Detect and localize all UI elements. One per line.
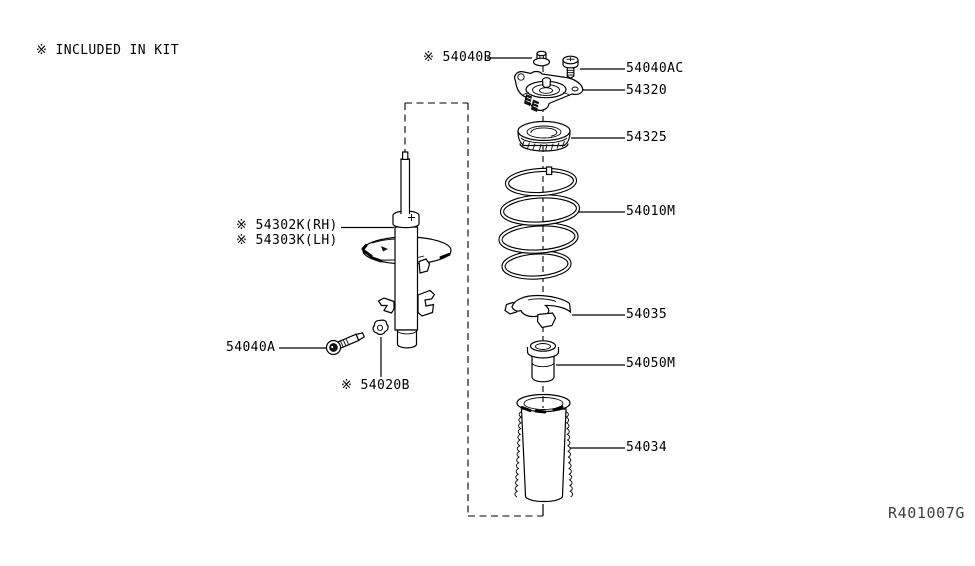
leader-lines [279,57,625,449]
part-label-54040b: ※ 54040B [423,50,492,65]
spring-seat-drawing [504,294,572,329]
dust-boot-drawing [514,393,574,503]
part-label-54034: 54034 [626,440,668,455]
part-label-54020b: ※ 54020B [341,378,410,393]
part-label-54040ac: 54040AC [626,61,684,76]
part-label-54302k-rh: ※ 54302K(RH) [236,218,338,233]
part-label-54325: 54325 [626,130,668,145]
clip-drawing [372,319,389,336]
part-label-54040a: 54040A [226,340,276,355]
top-bolt-drawing [562,55,579,79]
top-nut-drawing [532,50,551,67]
part-label-54303k-lh: ※ 54303K(LH) [236,233,338,248]
diagram-reference-code: R401007G [888,504,966,522]
coil-spring-drawing [498,166,581,280]
part-label-54320: 54320 [626,83,668,98]
part-label-54010m: 54010M [626,204,676,219]
side-bolt-drawing [325,332,366,356]
bound-bumper-drawing [526,340,560,383]
kit-dashed-box [404,102,544,517]
part-label-54050m: 54050M [626,356,676,371]
included-in-kit-note: ※ INCLUDED IN KIT [36,43,179,58]
strut-mount-drawing [514,70,584,112]
part-label-54035: 54035 [626,307,668,322]
bearing-seat-drawing [517,120,571,152]
strut-drawing [361,151,452,349]
